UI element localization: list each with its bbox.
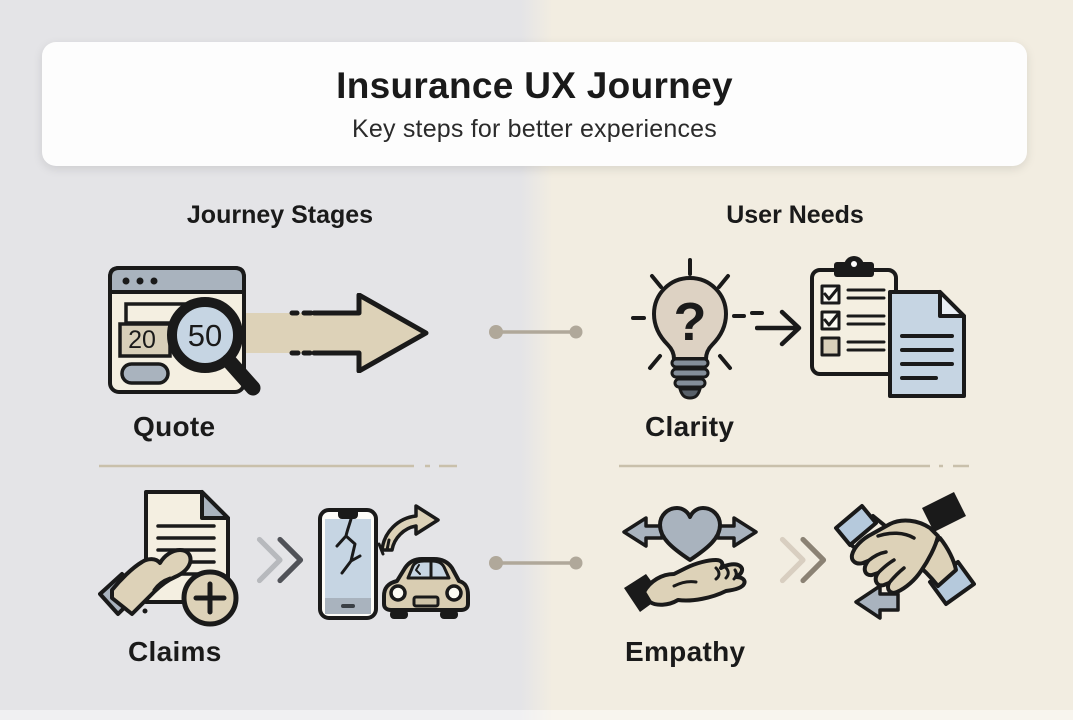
sleeve-cuff-blue-top <box>834 504 878 547</box>
windshield-crack <box>415 564 421 575</box>
plus-badge-icon <box>181 569 239 627</box>
connector-dots <box>489 325 583 339</box>
heart-hand-icon <box>622 506 758 612</box>
headlight-right <box>445 584 463 602</box>
car-grille <box>412 595 440 608</box>
wheel-left <box>390 610 408 619</box>
hand-document-icon <box>98 490 239 627</box>
clipboard-clip <box>834 256 874 277</box>
car-icon <box>382 557 470 619</box>
impact-marks <box>377 538 391 556</box>
document-fold <box>200 490 230 520</box>
page-subtitle: Key steps for better experiences <box>352 114 717 143</box>
stage-label-quote: Quote <box>133 411 216 442</box>
forearm <box>912 536 958 588</box>
magnifier-icon: 50 <box>167 297 261 396</box>
arrow-right-icon <box>755 309 802 347</box>
screen-crack <box>335 517 362 575</box>
bottom-strip <box>0 710 1073 720</box>
swoosh-arrow-icon <box>380 504 440 552</box>
bulb-base <box>670 357 710 400</box>
browser-field-20 <box>118 322 172 358</box>
handshake-icon <box>834 492 976 620</box>
column-header-journey-stages: Journey Stages <box>186 201 374 229</box>
left-arrow-icon <box>622 516 664 548</box>
stage-label-claims: Claims <box>128 636 222 667</box>
idea-bulb-icon: ? <box>631 258 764 400</box>
blue-document-icon <box>888 290 966 398</box>
divider-line-left <box>99 464 457 468</box>
column-header-user-needs: User Needs <box>726 201 864 229</box>
page-title: Insurance UX Journey <box>336 64 733 106</box>
right-arrow-icon <box>716 516 758 548</box>
browser-button <box>120 362 170 385</box>
connector-dots <box>489 556 583 570</box>
heart-icon <box>658 506 722 562</box>
sleeve-cuff-black <box>922 492 966 532</box>
double-chevron-icon <box>779 536 827 584</box>
browser-quote-icon: 20 50 <box>108 266 261 396</box>
wheel-right <box>440 610 458 619</box>
title-card: Insurance UX Journey Key steps for bette… <box>42 42 1027 166</box>
block-arrow-icon <box>246 293 429 373</box>
open-hand-icon <box>624 558 747 612</box>
cracked-phone-icon <box>318 508 378 620</box>
headlight-left <box>389 584 407 602</box>
need-label-empathy: Empathy <box>625 636 746 667</box>
clasped-hand <box>849 518 940 595</box>
checklist-clipboard-icon <box>810 256 898 376</box>
car-accident-icon <box>377 504 470 619</box>
phone-notch <box>338 510 358 519</box>
divider-line-right <box>619 464 969 468</box>
holding-hand <box>98 548 193 616</box>
left-arrow-icon <box>854 584 900 620</box>
field-value: 20 <box>128 326 156 354</box>
magnifier-value: 50 <box>188 318 222 353</box>
bulb-question-mark: ? <box>674 292 707 352</box>
browser-titlebar <box>108 266 246 294</box>
home-bar <box>341 604 355 608</box>
bulb-rays <box>631 258 764 370</box>
double-chevron-icon <box>256 536 304 584</box>
need-label-clarity: Clarity <box>645 411 735 442</box>
checklist-rows <box>820 284 886 357</box>
